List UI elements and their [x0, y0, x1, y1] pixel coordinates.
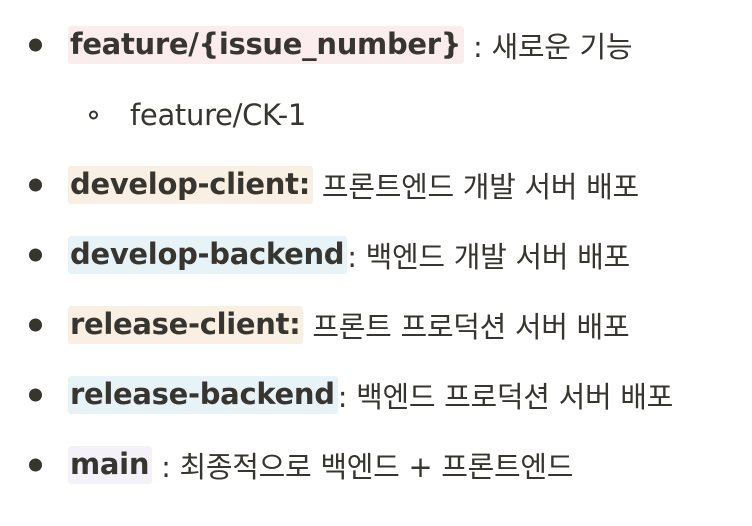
bullet-icon [29, 458, 42, 472]
branch-tag-release-backend: release-backend [68, 376, 338, 414]
list-item-content: release-backend : 백엔드 프로덕션 서버 배포 [68, 374, 673, 416]
list-item-feature: feature/{issue_number} : 새로운 기능 [0, 20, 752, 70]
branch-description: : 최종적으로 백엔드 + 프론트엔드 [152, 450, 574, 484]
bullet-icon [29, 318, 42, 332]
list-item-develop-backend: develop-backend : 백엔드 개발 서버 배포 [0, 230, 752, 280]
list-item-content: feature/CK-1 [130, 98, 306, 132]
branch-tag-main: main [68, 446, 153, 484]
bullet-icon [29, 38, 42, 52]
branch-tag-feature: feature/{issue_number} [68, 26, 465, 64]
list-item-content: main : 최종적으로 백엔드 + 프론트엔드 [68, 444, 574, 486]
bullet-icon [29, 388, 42, 402]
hollow-bullet-icon [89, 110, 98, 120]
list-item-feature-example: feature/CK-1 [0, 90, 752, 140]
branch-description: : 백엔드 개발 서버 배포 [347, 240, 630, 274]
list-item-content: develop-backend : 백엔드 개발 서버 배포 [68, 234, 630, 276]
bullet-icon [29, 248, 42, 262]
bullet-icon [29, 178, 42, 192]
list-item-develop-client: develop-client: 프론트엔드 개발 서버 배포 [0, 160, 752, 210]
list-item-content: release-client: 프론트 프로덕션 서버 배포 [68, 304, 630, 346]
branch-example: feature/CK-1 [130, 98, 307, 132]
list-item-content: develop-client: 프론트엔드 개발 서버 배포 [68, 164, 639, 206]
list-item-content: feature/{issue_number} : 새로운 기능 [68, 24, 633, 66]
branch-tag-release-client: release-client: [68, 306, 304, 344]
list-item-release-client: release-client: 프론트 프로덕션 서버 배포 [0, 300, 752, 350]
branch-description: 프론트엔드 개발 서버 배포 [313, 170, 639, 204]
list-item-main: main : 최종적으로 백엔드 + 프론트엔드 [0, 440, 752, 490]
list-item-release-backend: release-backend : 백엔드 프로덕션 서버 배포 [0, 370, 752, 420]
branch-description: 프론트 프로덕션 서버 배포 [303, 310, 630, 344]
branch-tag-develop-backend: develop-backend [68, 236, 348, 274]
branch-tag-develop-client: develop-client: [68, 166, 314, 204]
branch-description: : 새로운 기능 [464, 30, 633, 64]
branch-description: : 백엔드 프로덕션 서버 배포 [337, 380, 674, 414]
